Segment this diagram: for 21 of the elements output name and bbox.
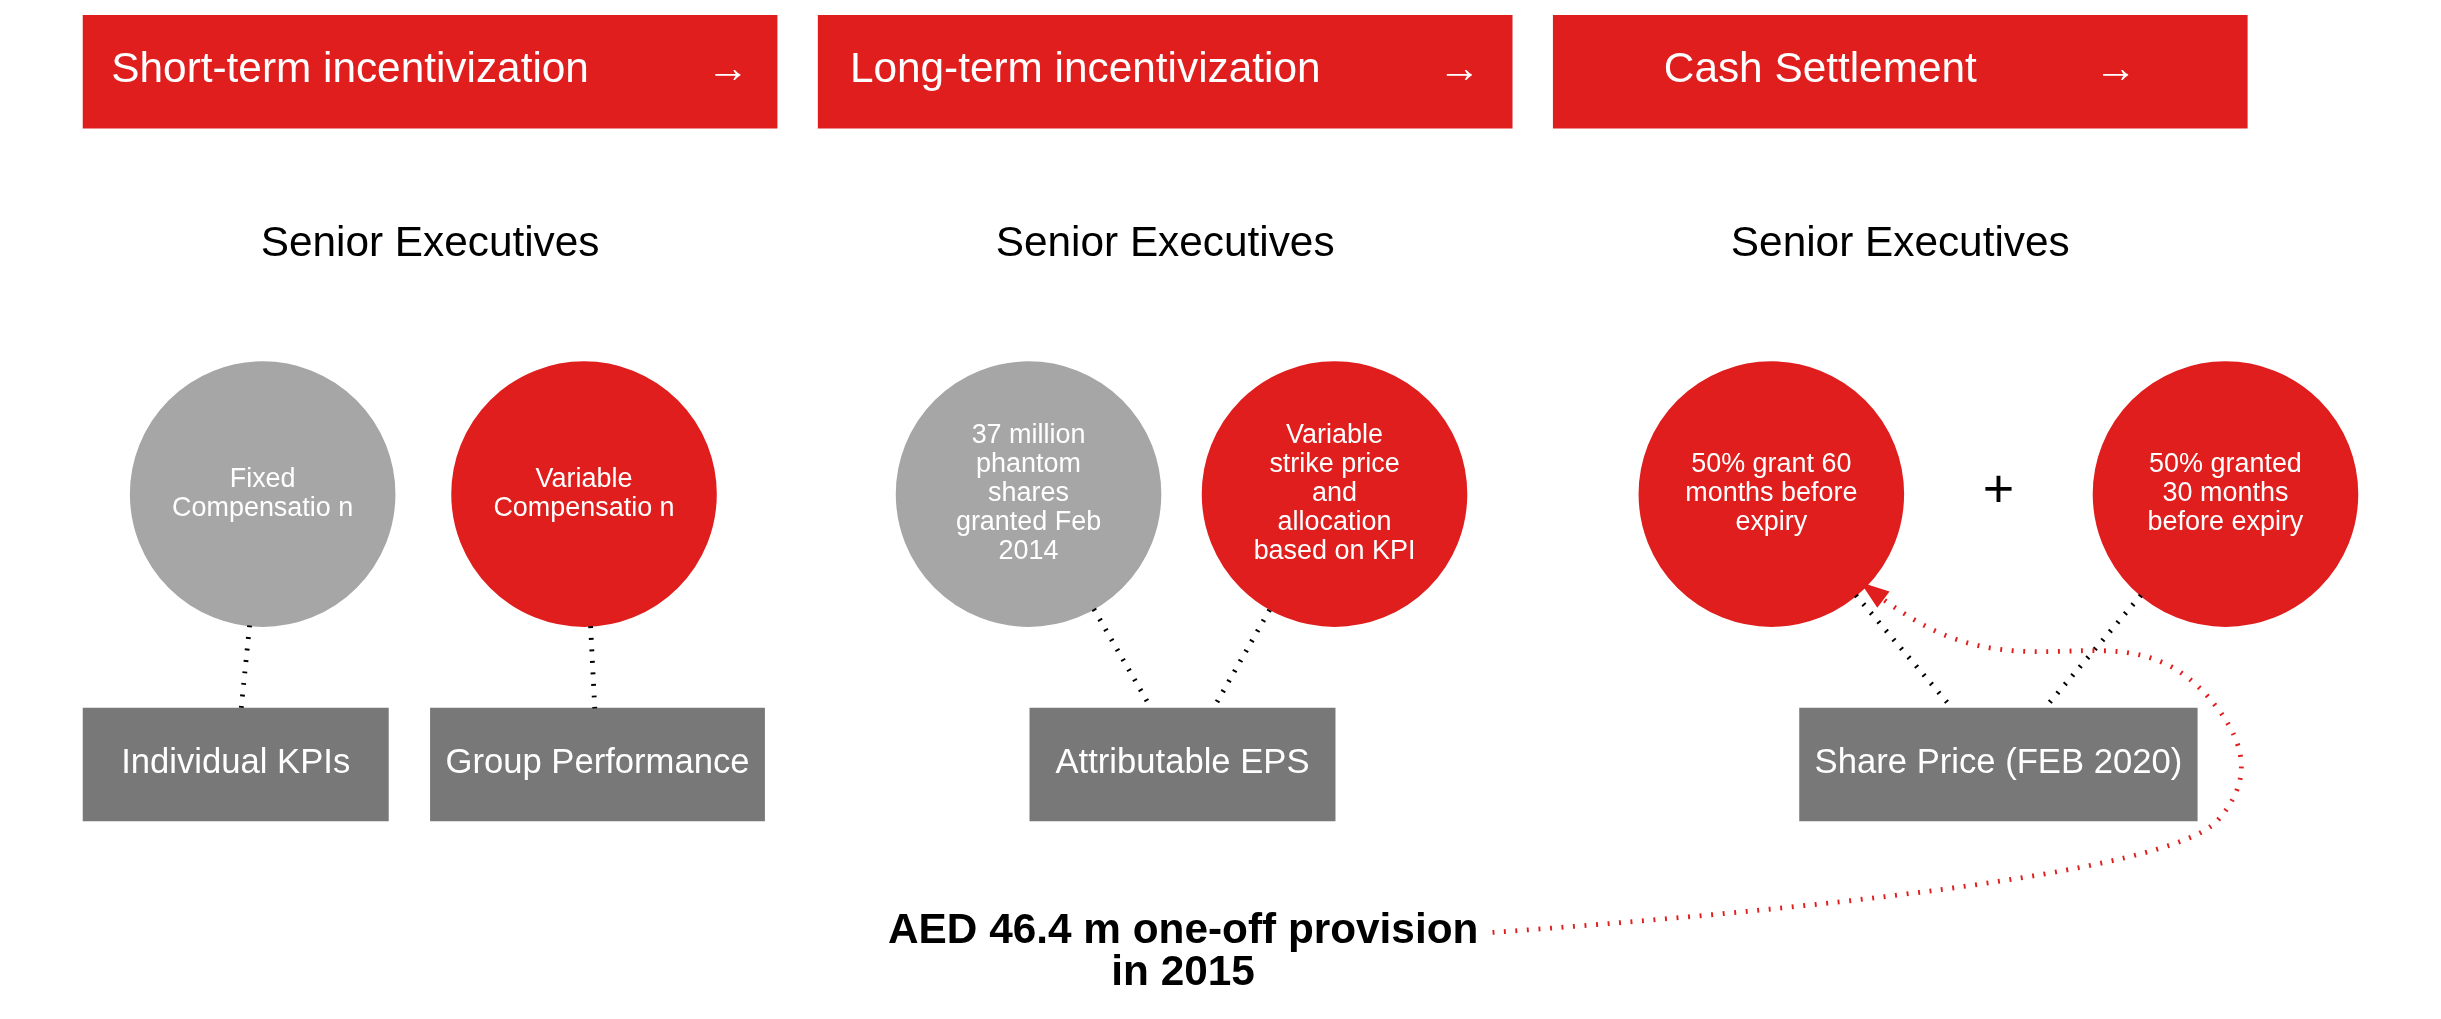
node-box: Short-term incentivization → xyxy=(82,14,778,129)
label: + xyxy=(1982,458,2015,519)
node-text: AED 46.4 m one-off provision in 2015 xyxy=(888,904,1479,994)
node-circle: Variable strike price and allocation based on KPI xyxy=(1201,361,1468,627)
node-box: Share Price (FEB 2020) xyxy=(1799,707,2198,822)
node-box: Group Performance xyxy=(430,707,765,822)
label: Senior Executives xyxy=(260,217,600,265)
node-box: Individual KPIs xyxy=(82,707,389,822)
label: Senior Executives xyxy=(995,217,1335,265)
arrow xyxy=(1492,582,2244,935)
node-circle: 50% grant 60 months before expiry xyxy=(1638,361,1905,627)
node-circle: 50% granted 30 months before expiry xyxy=(2092,361,2359,627)
node-box: Long-term incentivization → xyxy=(817,14,1513,129)
connector xyxy=(588,626,598,709)
node-circle: Fixed Compensatio n xyxy=(129,361,396,627)
node-box: Attributable EPS xyxy=(1029,707,1336,822)
node-circle: 37 million phantom shares granted Feb 2014 xyxy=(895,361,1162,627)
node-circle: Variable Compensatio n xyxy=(451,361,717,627)
connector xyxy=(238,625,252,709)
node-box: Cash Settlement → xyxy=(1552,14,2248,129)
label: Senior Executives xyxy=(1730,217,2070,265)
